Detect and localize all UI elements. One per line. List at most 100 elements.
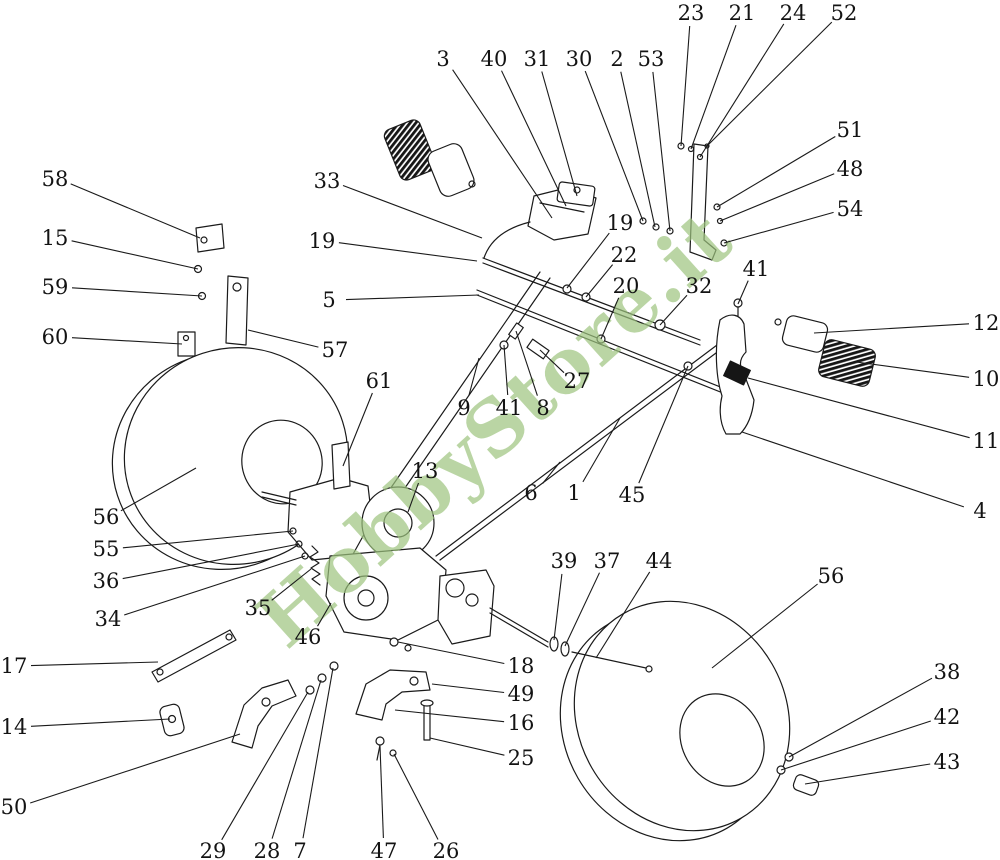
- fastener: [720, 239, 728, 247]
- callout-22: 22: [611, 243, 638, 267]
- leader-line-14: [30, 718, 171, 727]
- rod-collar: [562, 284, 572, 294]
- rear-right-tire: [559, 600, 791, 842]
- middle-rod: [476, 294, 749, 404]
- leader-line-53: [652, 71, 671, 232]
- screw-head: [375, 736, 385, 746]
- leader-line-4: [741, 431, 965, 508]
- bottom-right-parts: [776, 752, 820, 796]
- leader-line-20: [600, 297, 620, 340]
- parts-line-art: [111, 119, 876, 842]
- leader-line-56: [120, 467, 197, 512]
- callout-6: 6: [524, 481, 537, 505]
- angle-bracket: [231, 679, 297, 749]
- leader-line-15: [71, 240, 199, 270]
- leader-line-34: [124, 555, 306, 616]
- leader-line-11: [747, 377, 970, 439]
- leader-line-13: [407, 482, 420, 513]
- leader-line-52: [706, 21, 833, 147]
- mount-plate: [195, 223, 225, 253]
- block-hole: [182, 334, 190, 342]
- pulley-hub: [383, 508, 413, 538]
- leader-line-9: [468, 357, 480, 396]
- callout-19: 19: [607, 211, 634, 235]
- callout-23: 23: [678, 1, 705, 25]
- middle-rod: [476, 289, 749, 399]
- fastener: [716, 217, 724, 225]
- pedal-pad-light: [427, 143, 475, 197]
- bracket-arm: [689, 143, 717, 261]
- callout-5: 5: [322, 288, 335, 312]
- leader-line-44: [595, 571, 651, 659]
- callout-4: 4: [973, 499, 986, 523]
- leader-line-31: [541, 71, 578, 197]
- axle-shaft: [489, 607, 549, 643]
- pedal-pad-dark: [818, 339, 876, 387]
- fastener: [696, 153, 704, 161]
- lower-long-rod: [439, 334, 741, 561]
- leader-line-1: [582, 417, 621, 483]
- callout-38: 38: [934, 660, 961, 684]
- leader-line-5: [345, 294, 480, 301]
- callout-25: 25: [508, 746, 535, 770]
- screw-shaft: [376, 744, 381, 761]
- leader-line-27: [539, 349, 565, 374]
- fastener: [704, 143, 710, 149]
- tall-bracket: [225, 275, 249, 346]
- callout-24: 24: [780, 1, 807, 25]
- callout-40: 40: [481, 47, 508, 71]
- callout-42: 42: [934, 705, 961, 729]
- leader-line-36: [122, 543, 300, 580]
- output-gear: [445, 578, 465, 598]
- callout-15: 15: [42, 226, 69, 250]
- leader-line-21: [690, 25, 737, 150]
- small-bolt: [468, 180, 476, 188]
- callout-21: 21: [729, 1, 756, 25]
- callout-31: 31: [524, 47, 551, 71]
- long-bolt: [571, 651, 647, 669]
- upper-right-bracket: [677, 142, 728, 261]
- bolt-head: [645, 665, 653, 673]
- callout-3: 3: [436, 47, 449, 71]
- callout-13: 13: [412, 459, 439, 483]
- callout-51: 51: [837, 118, 864, 142]
- pedal-rib: [539, 202, 585, 213]
- callout-36: 36: [93, 569, 120, 593]
- left-bracket-cluster: [177, 223, 249, 357]
- bolt: [389, 637, 399, 647]
- bracket-hole: [409, 676, 419, 686]
- leader-line-51: [716, 136, 836, 208]
- leader-line-58: [70, 183, 201, 239]
- pedal-arm: [483, 221, 531, 259]
- leader-line-32: [659, 294, 688, 326]
- axle-stub: [261, 496, 297, 506]
- rubber-bumper: [723, 360, 751, 386]
- bolt: [193, 264, 203, 274]
- callout-39: 39: [551, 549, 578, 573]
- hub-hole: [679, 693, 765, 787]
- leader-line-19: [566, 232, 610, 289]
- callout-30: 30: [566, 47, 593, 71]
- leader-line-39: [553, 573, 563, 641]
- leader-line-49: [431, 683, 505, 694]
- callout-41: 41: [496, 396, 523, 420]
- side-strap: [331, 441, 351, 490]
- leader-line-16: [394, 709, 505, 723]
- drive-rod: [397, 277, 551, 499]
- leader-line-55: [122, 530, 294, 549]
- callout-20: 20: [613, 274, 640, 298]
- callout-2: 2: [610, 47, 623, 71]
- leader-line-33: [342, 184, 483, 239]
- callout-50: 50: [1, 795, 28, 819]
- callout-49: 49: [508, 682, 535, 706]
- output-gear: [465, 593, 479, 607]
- callout-16: 16: [508, 711, 535, 735]
- bracket-hole: [261, 697, 271, 707]
- washer: [329, 661, 339, 671]
- plate-hole: [200, 236, 208, 244]
- leader-line-2: [620, 71, 656, 228]
- leader-line-43: [804, 763, 931, 785]
- leader-line-26: [393, 753, 439, 840]
- fastener: [687, 145, 695, 153]
